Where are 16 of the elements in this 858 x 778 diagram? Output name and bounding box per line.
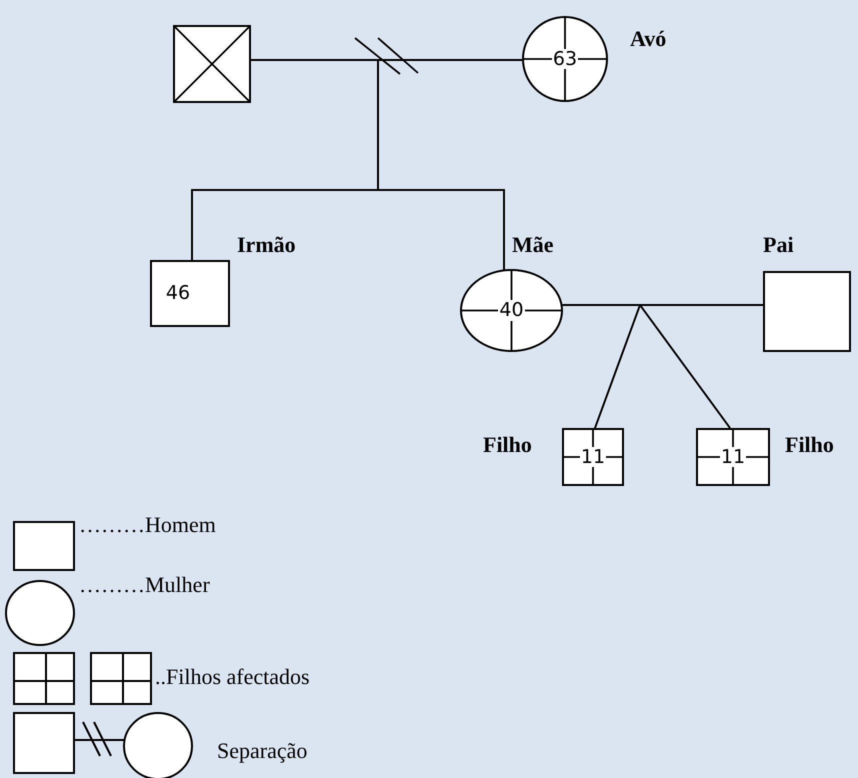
person-label: Mãe [512,232,554,258]
legend-text: ………Homem [79,512,216,538]
legend-text: Separação [217,738,308,764]
legend-text: ………Mulher [79,572,210,598]
age-label: 11 [580,446,606,468]
age-label: 11 [720,446,746,468]
age-label: 40 [498,300,525,321]
person-label: Avó [630,26,666,52]
person-label: Irmão [237,232,296,258]
person-label: Pai [763,232,794,258]
person-label: Filho [483,432,532,458]
descent-line [377,59,522,270]
age-label: 63 [552,48,578,70]
legend-text: ..Filhos afectados [155,664,310,690]
descent-line [638,304,763,429]
person-label: Filho [785,432,834,458]
